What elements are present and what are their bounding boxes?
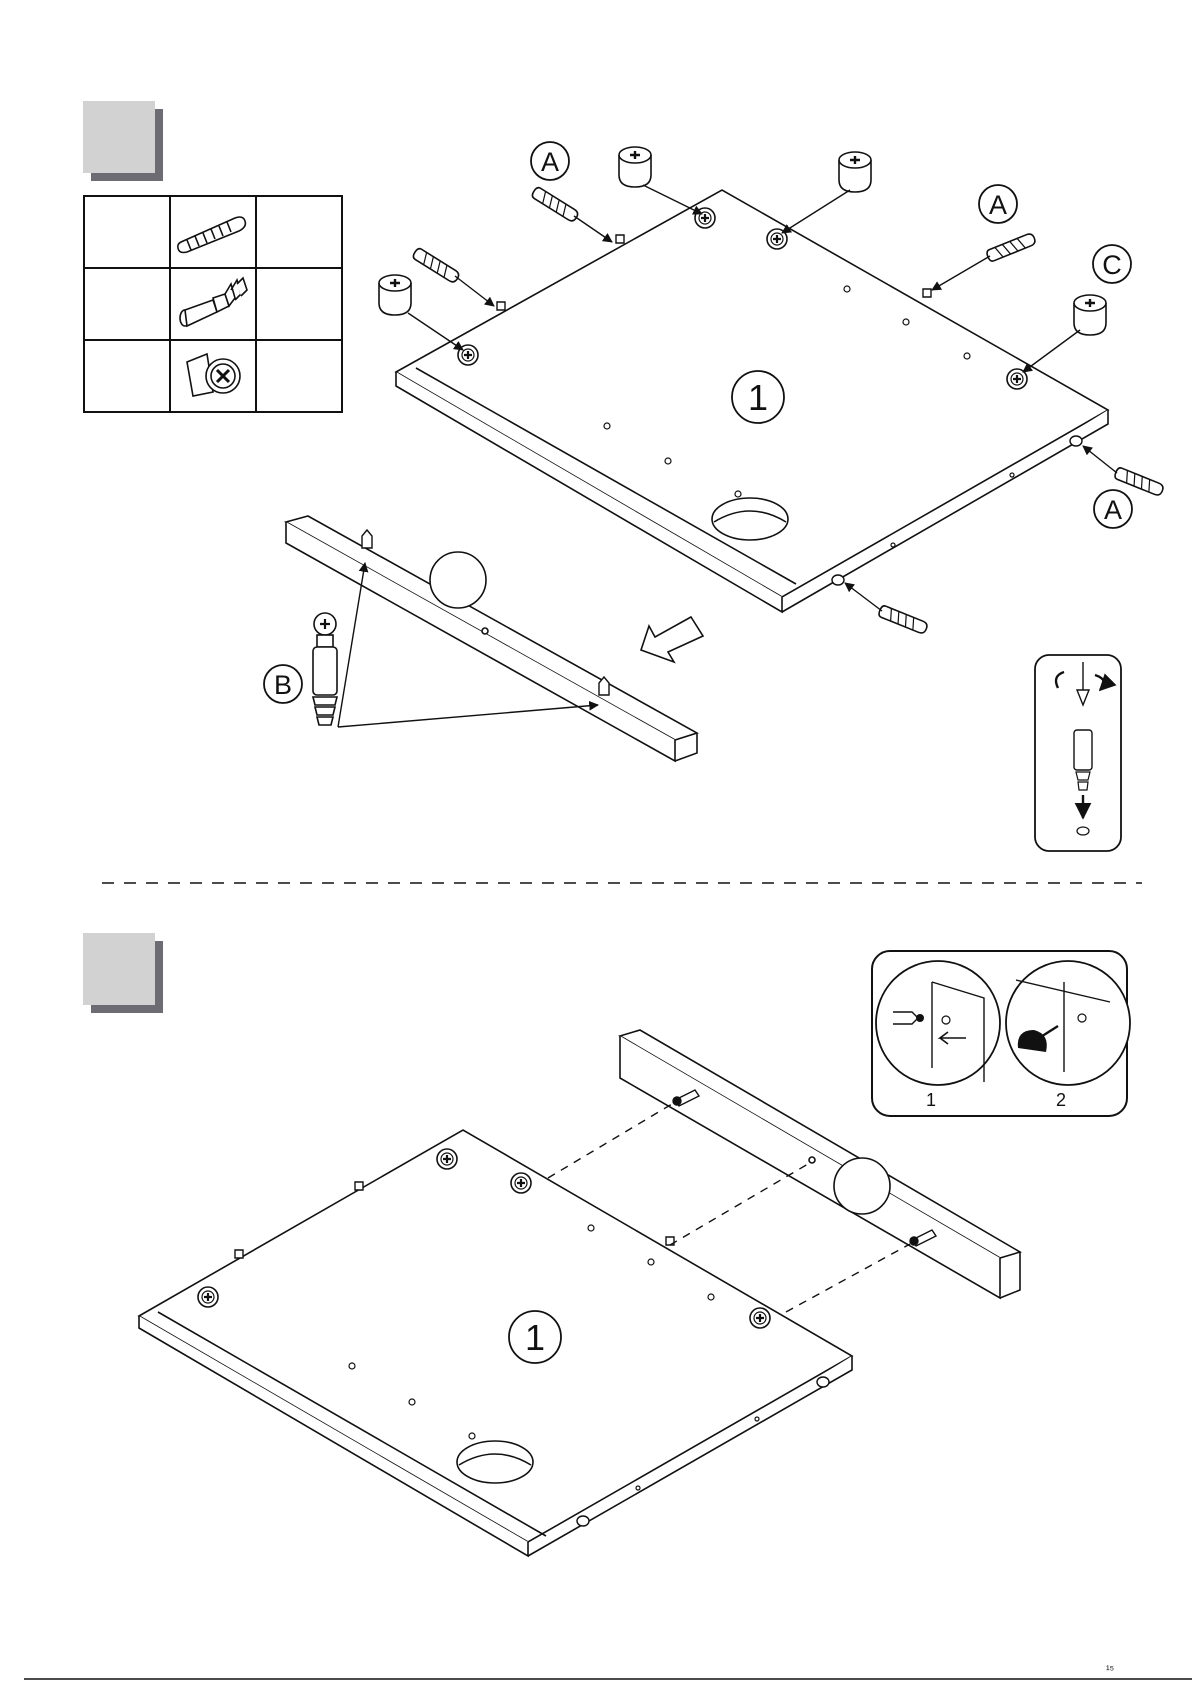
detail-inset xyxy=(872,951,1130,1116)
screwdriver-inset xyxy=(1035,655,1121,851)
callout-b: B xyxy=(274,670,292,700)
callout-a-3: A xyxy=(1104,495,1122,525)
inset-label-1: 1 xyxy=(926,1090,936,1111)
callout-a-2: A xyxy=(989,190,1007,220)
footer-page-mark: ¹⁵ xyxy=(1106,1664,1114,1676)
rail-beam-step1 xyxy=(286,516,697,761)
callout-c: C xyxy=(1102,250,1122,280)
callout-a-1: A xyxy=(541,147,559,177)
panel-callout-step2: 1 xyxy=(525,1317,545,1358)
inset-label-2: 2 xyxy=(1056,1090,1066,1111)
direction-arrow xyxy=(641,617,703,662)
cam-bolt-part-b xyxy=(313,613,337,725)
panel-callout-step1: 1 xyxy=(748,377,768,418)
bottom-panel-callout: 1 xyxy=(509,1311,561,1363)
bottom-panel-1 xyxy=(139,1130,852,1556)
